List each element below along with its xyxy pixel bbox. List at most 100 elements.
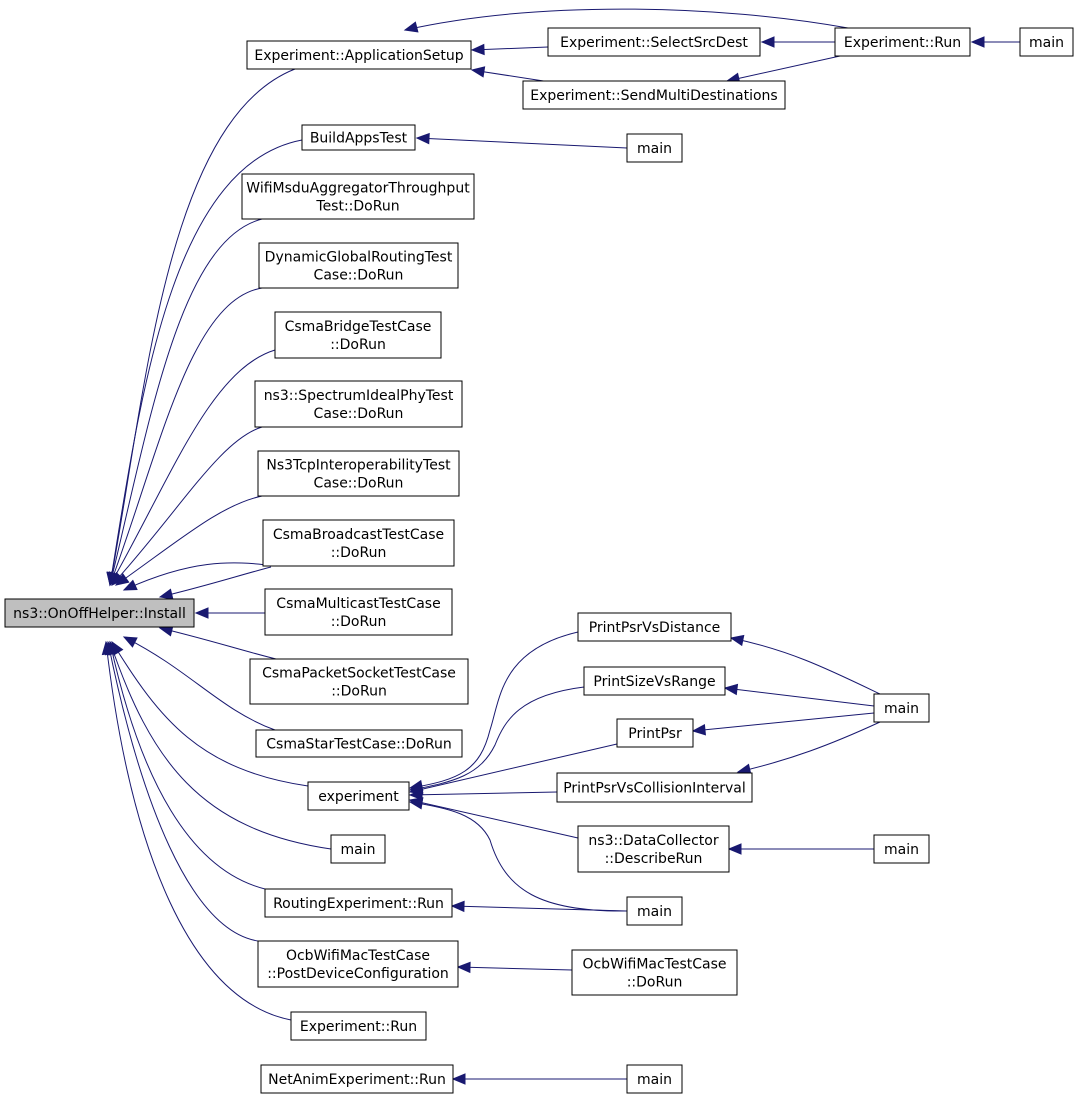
node-dyngr-label-0: DynamicGlobalRoutingTest (265, 250, 453, 266)
node-printsize[interactable]: PrintSizeVsRange (583, 666, 726, 696)
node-csmabridge[interactable]: CsmaBridgeTestCase::DoRun (274, 311, 442, 359)
node-selectsrc-label-0: Experiment::SelectSrcDest (560, 35, 748, 51)
node-main_mid[interactable]: main (330, 834, 386, 864)
node-install[interactable]: ns3::OnOffHelper::Install (4, 598, 195, 628)
node-ocbpost-label-0: OcbWifiMacTestCase (286, 948, 430, 964)
node-selectsrc[interactable]: Experiment::SelectSrcDest (547, 27, 761, 57)
node-ns3tcp-label-1: Case::DoRun (314, 476, 404, 492)
node-buildapps[interactable]: BuildAppsTest (301, 124, 416, 151)
node-ocbdorun-label-0: OcbWifiMacTestCase (582, 957, 726, 973)
node-main_datacoll[interactable]: main (873, 834, 930, 864)
node-ocbpost-label-1: ::PostDeviceConfiguration (267, 966, 449, 982)
node-printpsr[interactable]: PrintPsr (616, 718, 694, 748)
node-datacoll-label-1: ::DescribeRun (605, 851, 703, 867)
node-netanim[interactable]: NetAnimExperiment::Run (260, 1064, 454, 1094)
node-dyngr-label-1: Case::DoRun (314, 268, 404, 284)
node-exprun_low[interactable]: Experiment::Run (290, 1011, 427, 1041)
edge-appsetup-from-exprun_top (403, 8, 849, 33)
edge-install-from-ns3tcp (114, 495, 263, 586)
node-buildapps-label-0: BuildAppsTest (310, 131, 408, 147)
edge-install-from-netanim (101, 640, 292, 1021)
node-exprun_top-label-0: Experiment::Run (844, 35, 961, 51)
node-sendmulti-label-0: Experiment::SendMultiDestinations (530, 88, 777, 104)
edge-experiment-from-printcoll (408, 788, 558, 801)
node-install-label-0: ns3::OnOffHelper::Install (13, 606, 186, 622)
edge-install-from-wifimsdu (107, 218, 263, 587)
node-main_top[interactable]: main (1019, 27, 1074, 57)
edge-experiment-from-main_routing (408, 798, 628, 912)
node-ocbpost[interactable]: OcbWifiMacTestCase::PostDeviceConfigurat… (257, 940, 459, 988)
node-wifimsdu-label-0: WifiMsduAggregatorThroughput (246, 181, 470, 197)
edge-install-from-exprun_low (104, 640, 259, 942)
node-spectrum-label-0: ns3::SpectrumIdealPhyTest (264, 388, 454, 404)
edge-selectsrc-from-exprun_top (760, 36, 835, 48)
edge-printsize-from-main_psr (723, 683, 875, 707)
node-main_buildapps-label-0: main (637, 141, 672, 157)
node-csmastar[interactable]: CsmaStarTestCase::DoRun (255, 729, 463, 758)
node-csmamcast[interactable]: CsmaMulticastTestCase::DoRun (264, 588, 453, 636)
node-routingexp[interactable]: RoutingExperiment::Run (264, 888, 453, 918)
node-csmastar-label-0: CsmaStarTestCase::DoRun (266, 737, 451, 753)
call-edges (101, 8, 1020, 1085)
node-experiment-label-0: experiment (318, 789, 399, 805)
node-datacoll-label-0: ns3::DataCollector (588, 833, 718, 849)
node-experiment[interactable]: experiment (307, 781, 410, 811)
node-printdist-label-0: PrintPsrVsDistance (589, 620, 721, 636)
node-appsetup-label-0: Experiment::ApplicationSetup (254, 48, 463, 64)
node-printcoll[interactable]: PrintPsrVsCollisionInterval (556, 772, 753, 803)
edge-install-from-spectrum (111, 426, 263, 586)
node-datacoll[interactable]: ns3::DataCollector::DescribeRun (577, 825, 730, 873)
node-printpsr-label-0: PrintPsr (628, 726, 682, 742)
edge-appsetup-from-sendmulti (470, 66, 551, 83)
node-ocbdorun[interactable]: OcbWifiMacTestCase::DoRun (571, 949, 738, 996)
edge-install-from-csmapkt (194, 607, 265, 619)
edge-printpsr-from-main_psr (691, 712, 875, 736)
node-main_datacoll-label-0: main (884, 842, 919, 858)
edge-install-from-experiment (122, 636, 276, 731)
node-main_buildapps[interactable]: main (626, 133, 683, 163)
node-routingexp-label-0: RoutingExperiment::Run (273, 896, 444, 912)
edge-datacoll-from-main_datacoll (727, 843, 874, 855)
node-main_netanim[interactable]: main (626, 1064, 683, 1094)
node-spectrum-label-1: Case::DoRun (314, 406, 404, 422)
node-netanim-label-0: NetAnimExperiment::Run (268, 1072, 446, 1088)
edge-install-from-dyngr (108, 287, 263, 587)
node-csmapkt-label-1: ::DoRun (331, 684, 387, 700)
node-printcoll-label-0: PrintPsrVsCollisionInterval (563, 781, 746, 797)
edge-install-from-ocbpost (107, 640, 266, 890)
edge-sendmulti-from-exprun_top (725, 55, 841, 84)
node-exprun_low-label-0: Experiment::Run (300, 1019, 417, 1035)
node-ns3tcp-label-0: Ns3TcpInteroperabilityTest (266, 458, 451, 474)
node-printsize-label-0: PrintSizeVsRange (593, 674, 715, 690)
node-csmapkt[interactable]: CsmaPacketSocketTestCase::DoRun (249, 658, 469, 705)
edge-experiment-from-datacoll (408, 797, 579, 839)
node-wifimsdu-label-1: Test::DoRun (315, 199, 399, 215)
node-appsetup[interactable]: Experiment::ApplicationSetup (246, 40, 472, 70)
node-csmabcast[interactable]: CsmaBroadcastTestCase::DoRun (262, 519, 455, 567)
edge-routingexp-from-main_routing (450, 900, 628, 913)
node-ocbdorun-label-1: ::DoRun (627, 975, 683, 991)
node-sendmulti[interactable]: Experiment::SendMultiDestinations (522, 80, 786, 110)
node-csmabcast-label-0: CsmaBroadcastTestCase (273, 527, 444, 543)
node-csmapkt-label-0: CsmaPacketSocketTestCase (262, 666, 456, 682)
node-csmabridge-label-0: CsmaBridgeTestCase (285, 319, 432, 335)
node-printdist[interactable]: PrintPsrVsDistance (577, 612, 732, 642)
edge-ocbpost-from-ocbdorun (456, 961, 573, 974)
node-csmabcast-label-1: ::DoRun (331, 545, 387, 561)
edge-printdist-from-main_psr (729, 634, 881, 695)
node-exprun_top[interactable]: Experiment::Run (834, 27, 971, 57)
edge-appsetup-from-selectsrc (470, 43, 549, 56)
node-csmamcast-label-1: ::DoRun (331, 614, 387, 630)
node-main_psr[interactable]: main (873, 693, 930, 723)
edge-buildapps-from-main_buildapps (415, 132, 628, 149)
node-csmamcast-label-0: CsmaMulticastTestCase (276, 596, 440, 612)
edge-exprun_top-from-main_top (970, 36, 1020, 48)
edge-experiment-from-printdist (408, 631, 579, 792)
node-main_routing[interactable]: main (626, 896, 683, 926)
edge-install-from-csmastar (158, 625, 277, 660)
